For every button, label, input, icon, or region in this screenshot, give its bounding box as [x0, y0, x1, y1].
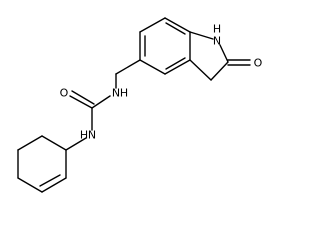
bond-ring5-2	[219, 44, 229, 63]
bond-benz-double-2	[165, 57, 186, 70]
bond-ring5-3	[210, 61, 229, 81]
bond-benz-double-1	[165, 22, 186, 35]
bond-benz-6	[139, 17, 166, 33]
label-urea-o: O	[60, 87, 69, 100]
bond-c-o-2	[71, 90, 95, 105]
bond-nh2-ch2	[65, 137, 87, 151]
bond-ring5-4	[189, 59, 212, 81]
label-urea-n-right: N	[112, 87, 120, 100]
bond-cyc-5	[41, 177, 67, 193]
chemical-structure: N H O N H O N H	[17, 17, 263, 193]
bond-aryl-ch2	[115, 59, 141, 75]
label-lactam-o: O	[254, 57, 263, 70]
bond-ring5-1	[189, 31, 214, 40]
bond-cyc-1	[41, 135, 67, 151]
bond-cyc-2	[17, 135, 43, 151]
bond-cyc-double	[39, 174, 61, 187]
label-urea-h-right: H	[120, 87, 128, 100]
bond-benz-1	[164, 17, 191, 33]
label-lactam-n: N	[213, 35, 221, 48]
bond-benz-3	[164, 59, 191, 75]
label-lactam-h: H	[213, 23, 221, 36]
label-urea-h-left: H	[80, 129, 88, 142]
label-urea-n-left: N	[88, 129, 96, 142]
bond-benz-4	[139, 59, 166, 75]
bond-c-o-1	[69, 95, 93, 109]
bond-cyc-4	[17, 177, 43, 193]
bond-nh-c	[91, 95, 111, 109]
